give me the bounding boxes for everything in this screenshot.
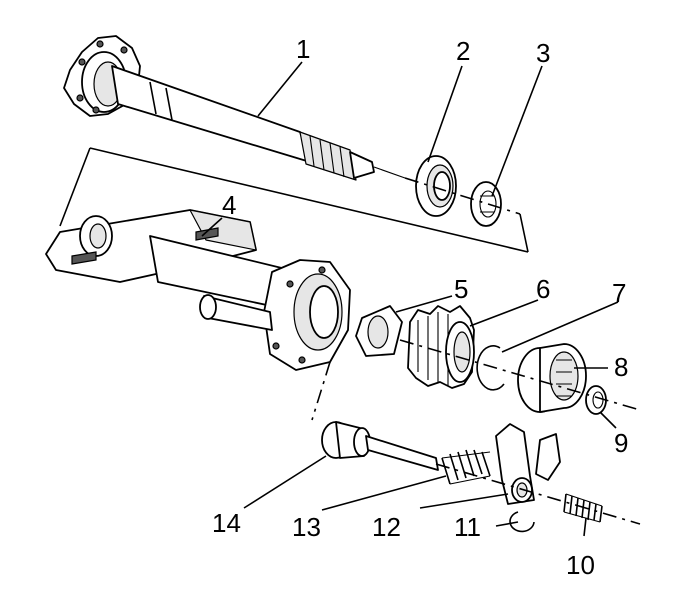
shift-fork [495,423,561,505]
callout-10: 10 [566,550,595,580]
alignment-lines [59,147,529,253]
callout-6: 6 [536,274,550,304]
callout-8: 8 [614,352,628,382]
callout-3: 3 [536,38,550,68]
adapter-housing [45,209,351,371]
callout-1: 1 [296,34,310,64]
callout-11: 11 [454,512,481,542]
callout-5: 5 [454,274,468,304]
callout-14: 14 [212,508,241,538]
thrust-washer [355,305,403,357]
callout-7: 7 [612,278,626,308]
output-shaft [63,35,406,181]
callout-labels: 1 2 3 4 5 6 7 8 9 10 11 12 13 14 [212,34,628,580]
sliding-collar [517,343,587,413]
retaining-clip [509,511,535,533]
callout-13: 13 [292,512,321,542]
seal [415,155,457,217]
callout-2: 2 [456,36,470,66]
retainer-ring [470,181,502,227]
detent-spring [563,493,603,523]
spur-gear [407,305,475,389]
callout-12: 12 [372,512,401,542]
shift-rail [321,421,439,471]
snap-ring [476,345,505,391]
callout-9: 9 [614,428,628,458]
callout-4: 4 [222,190,236,220]
leader-lines [201,61,619,537]
shift-spring [441,449,491,485]
